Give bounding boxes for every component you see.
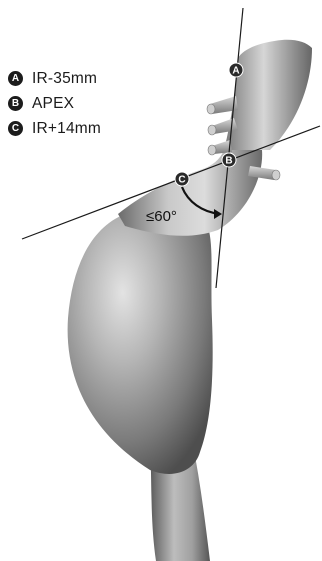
legend-item-b: B APEX: [8, 91, 101, 116]
legend-label-a: IR-35mm: [32, 70, 97, 88]
legend-item-a: A IR-35mm: [8, 66, 101, 91]
branch-vessel-1-tip: [207, 104, 215, 114]
marker-a: A: [229, 63, 243, 77]
branch-vessel-4-tip: [272, 170, 280, 180]
legend: A IR-35mm B APEX C IR+14mm: [8, 66, 101, 141]
angle-label: ≤60°: [146, 208, 177, 225]
aneurysm-sac: [68, 208, 213, 474]
marker-c-letter: C: [178, 175, 185, 186]
marker-a-letter: A: [232, 66, 239, 77]
legend-label-b: APEX: [32, 95, 74, 113]
aortic-neck: [118, 150, 262, 236]
branch-vessel-3-tip: [208, 145, 216, 155]
legend-badge-b: B: [8, 96, 23, 111]
marker-b-letter: B: [225, 156, 232, 167]
marker-c: C: [175, 172, 189, 186]
legend-item-c: C IR+14mm: [8, 116, 101, 141]
legend-label-c: IR+14mm: [32, 120, 101, 138]
branch-vessel-2-tip: [208, 125, 216, 135]
legend-badge-c: C: [8, 121, 23, 136]
legend-badge-a: A: [8, 71, 23, 86]
marker-b: B: [222, 153, 236, 167]
